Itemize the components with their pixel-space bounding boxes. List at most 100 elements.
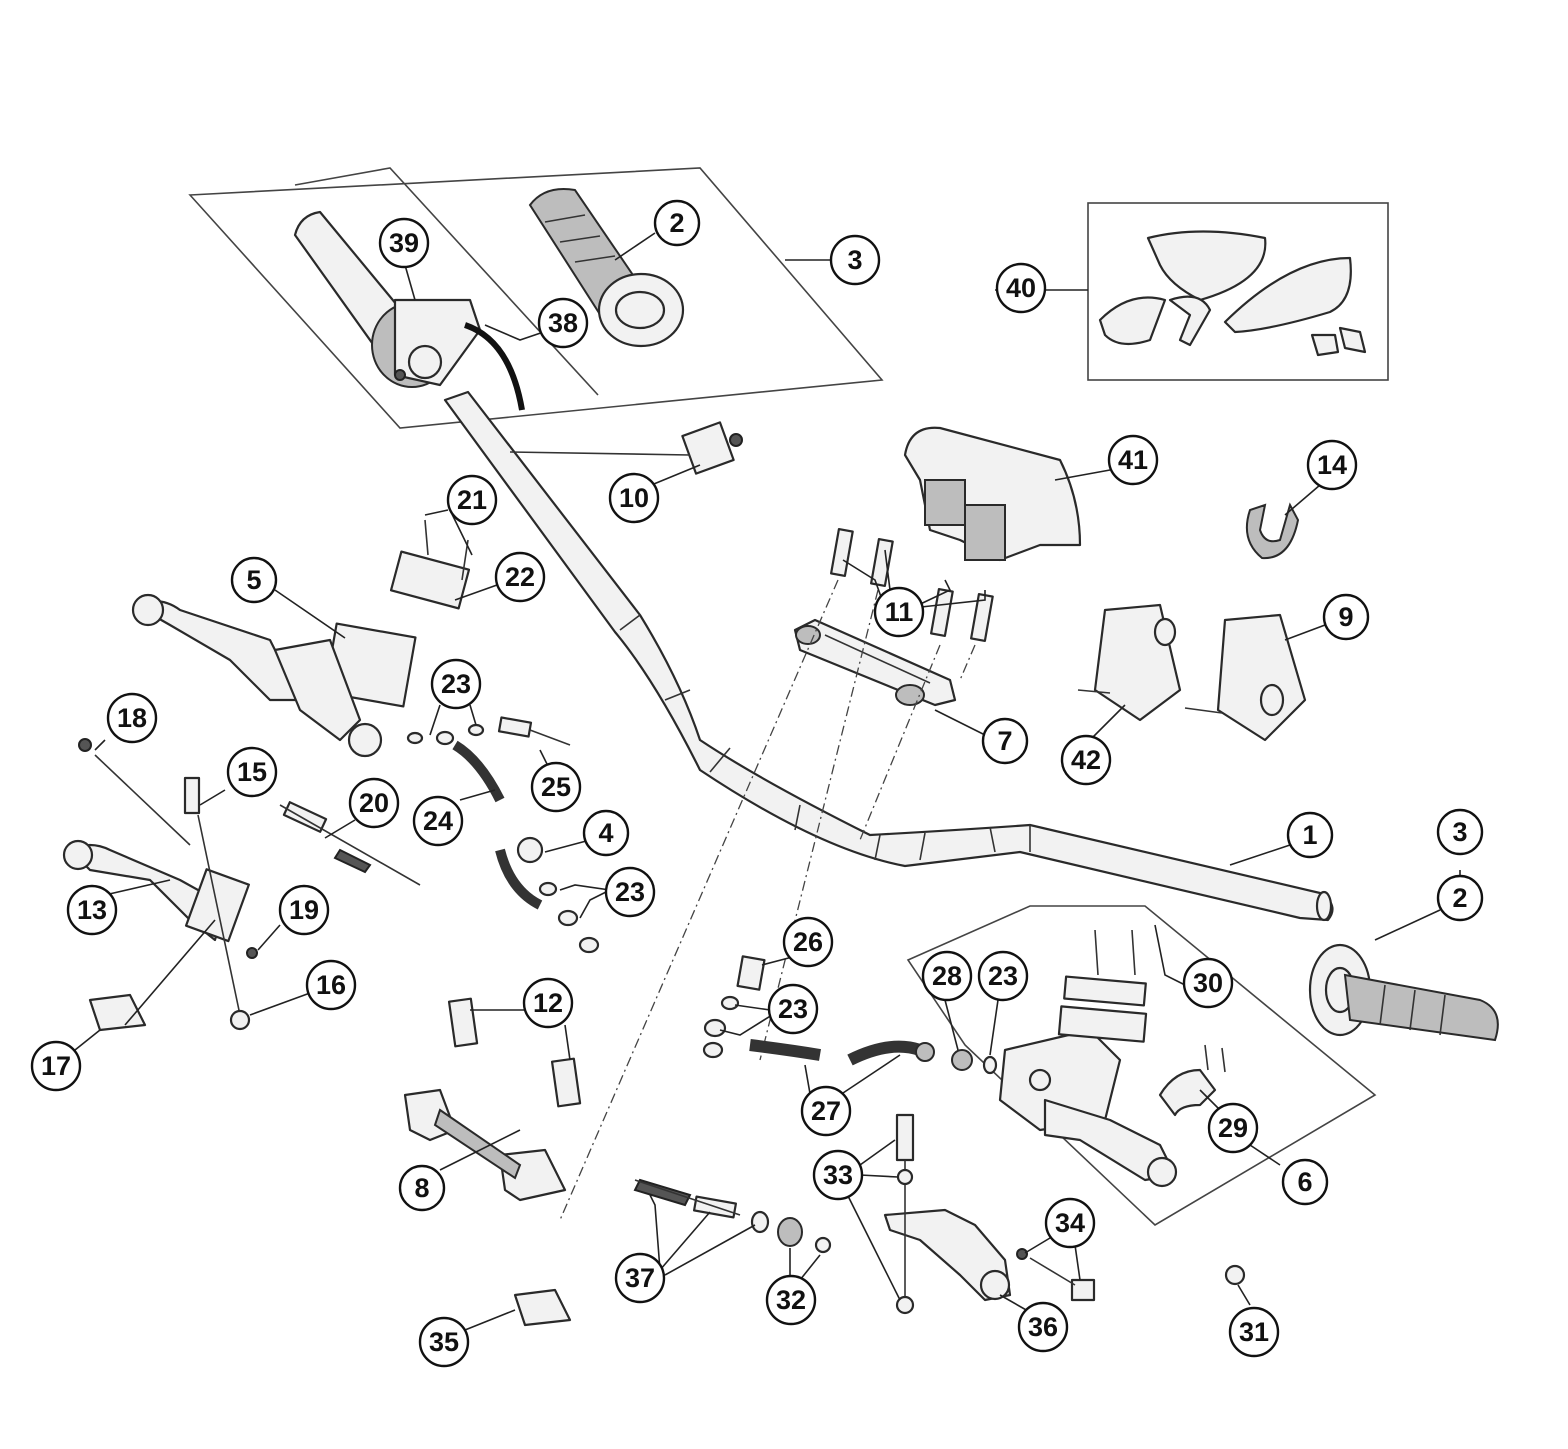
callout-17: 17 — [30, 1040, 82, 1092]
ball-34 — [1016, 1248, 1028, 1260]
front-master-cylinder — [131, 593, 417, 758]
bolt-34 — [1070, 1278, 1096, 1302]
svg-text:38: 38 — [548, 308, 578, 338]
callout-16: 16 — [305, 959, 357, 1011]
svg-text:34: 34 — [1055, 1208, 1085, 1238]
callout-20: 20 — [348, 777, 400, 829]
callout-27: 27 — [800, 1085, 852, 1137]
brake-hose-right — [702, 955, 935, 1066]
callout-39: 39 — [378, 217, 430, 269]
handguard-kit — [1098, 230, 1367, 357]
spring-pin-37 — [633, 1178, 770, 1234]
clip-17 — [88, 993, 147, 1032]
callout-25: 25 — [530, 761, 582, 813]
svg-text:35: 35 — [429, 1327, 459, 1357]
throttle-housing — [371, 298, 482, 388]
callout-23-b: 23 — [604, 866, 656, 918]
svg-text:40: 40 — [1006, 273, 1036, 303]
callout-23-a: 23 — [430, 658, 482, 710]
svg-text:23: 23 — [778, 994, 808, 1024]
instrument-cluster — [903, 426, 1082, 562]
svg-text:36: 36 — [1028, 1312, 1058, 1342]
callout-40: 40 — [995, 262, 1047, 314]
callout-2-right: 2 — [1436, 874, 1484, 922]
svg-text:20: 20 — [359, 788, 389, 818]
callout-7: 7 — [981, 717, 1029, 765]
svg-text:37: 37 — [625, 1263, 655, 1293]
group-frame-brake-master — [906, 905, 1377, 1226]
callout-8: 8 — [398, 1164, 446, 1212]
svg-text:21: 21 — [457, 485, 487, 515]
svg-text:30: 30 — [1193, 968, 1223, 998]
callout-12: 12 — [522, 977, 574, 1029]
svg-text:18: 18 — [117, 703, 147, 733]
callout-35: 35 — [418, 1316, 470, 1368]
brake-hose-lower-left — [495, 836, 600, 954]
svg-text:25: 25 — [541, 772, 571, 802]
callout-14: 14 — [1306, 439, 1358, 491]
grip-left — [528, 188, 685, 348]
svg-text:3: 3 — [847, 245, 862, 275]
fittings-28-23 — [951, 1049, 998, 1075]
ball-19 — [246, 947, 258, 959]
callout-3-top: 3 — [829, 234, 881, 286]
callout-18: 18 — [106, 692, 158, 744]
bolt-18 — [78, 738, 92, 752]
handlebar-end-right — [1315, 890, 1333, 922]
washer-33 — [896, 1168, 914, 1186]
svg-text:26: 26 — [793, 927, 823, 957]
nut-33 — [895, 1295, 915, 1315]
svg-text:23: 23 — [441, 669, 471, 699]
right-master-cylinder — [998, 1028, 1178, 1188]
svg-text:42: 42 — [1071, 745, 1101, 775]
svg-text:31: 31 — [1239, 1317, 1269, 1347]
callout-33: 33 — [812, 1149, 864, 1201]
upper-clamp — [793, 618, 957, 707]
bushing-32 — [777, 1217, 803, 1247]
callout-22: 22 — [494, 551, 546, 603]
callout-34: 34 — [1044, 1197, 1096, 1249]
callout-15: 15 — [226, 746, 278, 798]
svg-text:29: 29 — [1218, 1113, 1248, 1143]
callout-23-d: 23 — [977, 950, 1029, 1002]
svg-text:1: 1 — [1302, 820, 1317, 850]
callout-3-right: 3 — [1436, 808, 1484, 856]
callout-24: 24 — [412, 795, 464, 847]
callout-19: 19 — [278, 884, 330, 936]
callout-5: 5 — [230, 556, 278, 604]
callout-21: 21 — [446, 474, 498, 526]
svg-text:7: 7 — [997, 726, 1012, 756]
svg-text:2: 2 — [669, 208, 684, 238]
group-frame-throttle-grip — [188, 167, 884, 429]
clip-35 — [513, 1288, 572, 1327]
callout-26: 26 — [782, 916, 834, 968]
svg-text:39: 39 — [389, 228, 419, 258]
cable-tie-14 — [1246, 502, 1300, 560]
callout-28: 28 — [921, 950, 973, 1002]
svg-text:6: 6 — [1297, 1167, 1312, 1197]
callout-6: 6 — [1281, 1158, 1329, 1206]
svg-text:17: 17 — [41, 1051, 71, 1081]
spring-pin-20 — [279, 801, 421, 886]
svg-text:10: 10 — [619, 483, 649, 513]
svg-text:24: 24 — [423, 806, 453, 836]
callout-10: 10 — [608, 472, 660, 524]
clamp-bolts — [830, 528, 994, 642]
callout-38: 38 — [537, 297, 589, 349]
callout-30: 30 — [1182, 957, 1234, 1009]
callout-13: 13 — [66, 884, 118, 936]
grip-right — [1308, 943, 1499, 1042]
svg-text:27: 27 — [811, 1096, 841, 1126]
throttle-cable — [463, 322, 525, 411]
svg-text:4: 4 — [598, 818, 613, 848]
small-cover-plate — [389, 519, 471, 610]
svg-text:14: 14 — [1317, 450, 1347, 480]
svg-text:19: 19 — [289, 895, 319, 925]
screw-32 — [814, 1236, 832, 1254]
handlebar-band-lines — [619, 614, 1031, 861]
group-frame-handguards — [1087, 202, 1389, 381]
callout-32: 32 — [765, 1274, 817, 1326]
svg-text:22: 22 — [505, 562, 535, 592]
handlebar-tube — [443, 390, 1334, 922]
callout-31: 31 — [1228, 1306, 1280, 1358]
